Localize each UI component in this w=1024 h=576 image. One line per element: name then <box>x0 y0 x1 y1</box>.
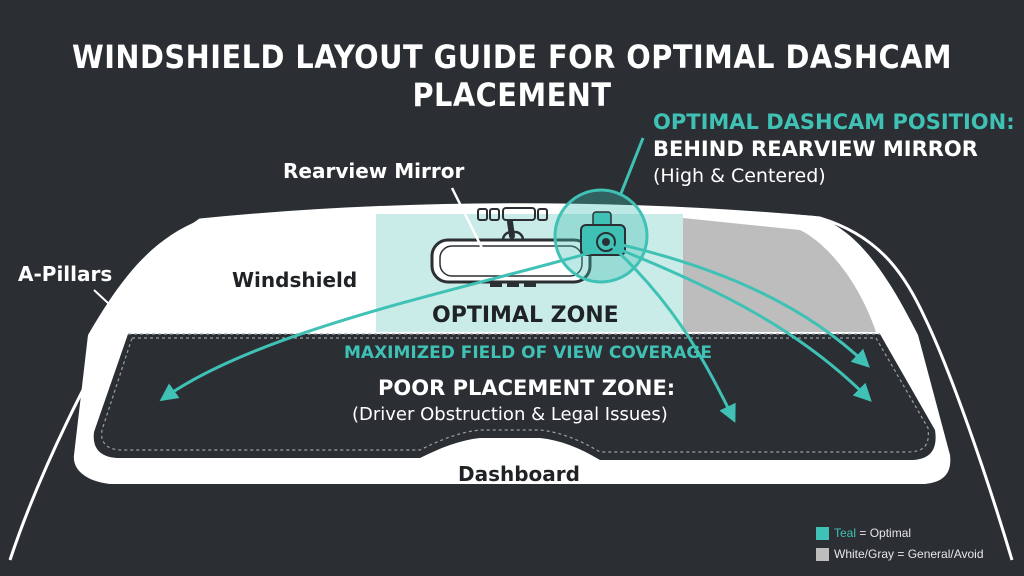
legend-gray-word: White/Gray <box>834 547 895 561</box>
legend-teal-word: Teal <box>834 526 857 540</box>
callout-title: OPTIMAL DASHCAM POSITION: <box>653 110 1015 134</box>
fov-arrow-left <box>159 250 594 402</box>
legend-item-gray: White/Gray = General/Avoid <box>816 547 984 561</box>
fov-arrow-right-high <box>617 242 870 368</box>
callout-subtitle: BEHIND REARVIEW MIRROR <box>653 137 978 161</box>
rearview-mirror-icon <box>430 219 592 287</box>
avoid-zone-upper-right <box>683 218 876 332</box>
page-title: WINDSHIELD LAYOUT GUIDE FOR OPTIMAL DASH… <box>71 38 953 114</box>
legend-gray-meaning: = General/Avoid <box>894 547 984 561</box>
rearview-mirror-label: Rearview Mirror <box>283 159 465 183</box>
teal-swatch-icon <box>816 526 829 540</box>
fov-arrow-center <box>610 244 736 423</box>
poor-placement-zone-area <box>93 334 936 460</box>
legend-teal-meaning: = Optimal <box>856 526 912 540</box>
a-pillars-label: A-Pillars <box>18 262 113 286</box>
dashboard-label: Dashboard <box>458 462 580 486</box>
optimal-zone-label: OPTIMAL ZONE <box>432 303 619 328</box>
callout-note: (High & Centered) <box>653 165 826 187</box>
poor-zone-subtitle: (Driver Obstruction & Legal Issues) <box>352 404 668 425</box>
legend-item-teal: Teal = Optimal <box>816 526 911 540</box>
fov-arrow-right-low <box>615 246 872 402</box>
sensor-cluster <box>477 207 548 221</box>
fov-coverage-label: MAXIMIZED FIELD OF VIEW COVERAGE <box>344 343 712 363</box>
poor-zone-title: POOR PLACEMENT ZONE: <box>378 376 676 400</box>
gray-swatch-icon <box>816 547 829 561</box>
windshield-label: Windshield <box>232 268 358 292</box>
